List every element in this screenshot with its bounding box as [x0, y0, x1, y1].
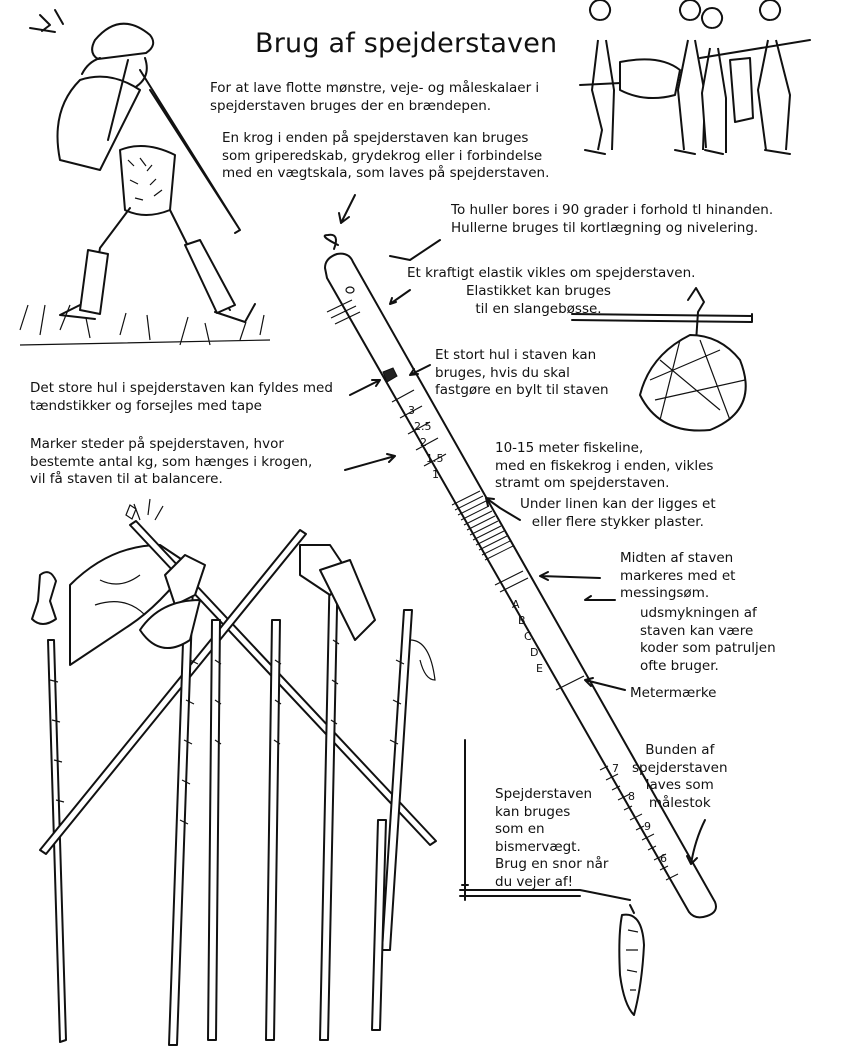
svg-text:3: 3	[408, 404, 415, 417]
elastic-text: Et kraftigt elastik vikles om spejdersta…	[407, 265, 696, 281]
staff-code-marks: A B C D E	[512, 598, 543, 675]
svg-text:E: E	[536, 662, 543, 675]
svg-text:7: 7	[612, 762, 619, 775]
staff-weight-marks: 3 2.5 2 1.5 1	[408, 404, 444, 481]
holes-text: To huller bores i 90 grader i forhold tl…	[451, 202, 774, 236]
decorated-staffs-illustration	[31, 498, 437, 1046]
middle-text: Midten af staven markeres med et messing…	[620, 550, 736, 601]
weights-text: Marker steder på spejderstaven, hvor bes…	[30, 436, 313, 487]
steelyard-scale-illustration	[459, 739, 645, 1016]
big-hole-text: Et stort hul i staven kan bruges, hvis d…	[435, 347, 609, 398]
bottom-scale-text: Bunden af spejderstaven laves som målest…	[632, 742, 728, 811]
hook-text: En krog i enden på spejderstaven kan bru…	[222, 130, 550, 181]
main-staff-illustration: 3 2.5 2 1.5 1 A B C D E 7 8 9 6	[323, 233, 717, 919]
svg-text:9: 9	[644, 820, 651, 833]
fishing-line-wrap	[451, 490, 514, 561]
steelyard-text: Spejderstaven kan bruges som en bismervæ…	[495, 786, 609, 890]
svg-text:B: B	[518, 614, 526, 627]
plaster-text: Under linen kan der ligges et eller fler…	[520, 496, 716, 530]
svg-text:6: 6	[660, 852, 667, 865]
pointer-arrows	[338, 194, 706, 865]
svg-text:C: C	[524, 630, 532, 643]
svg-text:D: D	[530, 646, 538, 659]
decoration-text: udsmykningen af staven kan være koder so…	[640, 605, 776, 674]
intro-text: For at lave flotte mønstre, veje- og mål…	[210, 80, 540, 114]
svg-text:8: 8	[628, 790, 635, 803]
svg-text:1: 1	[432, 468, 439, 481]
svg-text:2.5: 2.5	[414, 420, 432, 433]
matches-text: Det store hul i spejderstaven kan fyldes…	[30, 380, 333, 414]
svg-text:2: 2	[420, 436, 427, 449]
hiking-scout-illustration	[19, 9, 271, 346]
elastic-slingshot-text: Elastikket kan bruges til en slangebøsse…	[466, 283, 611, 317]
ruler-scale: 7 8 9 6	[599, 762, 679, 881]
svg-text:A: A	[512, 598, 520, 611]
svg-text:1.5: 1.5	[426, 452, 444, 465]
meter-mark-text: Metermærke	[630, 685, 717, 701]
fishing-line-text: 10-15 meter fiskeline, med en fiskekrog …	[495, 440, 714, 491]
bundle-on-stick-illustration	[571, 287, 753, 432]
stretcher-scouts-illustration	[579, 0, 811, 155]
page-title: Brug af spejderstaven	[255, 28, 558, 59]
